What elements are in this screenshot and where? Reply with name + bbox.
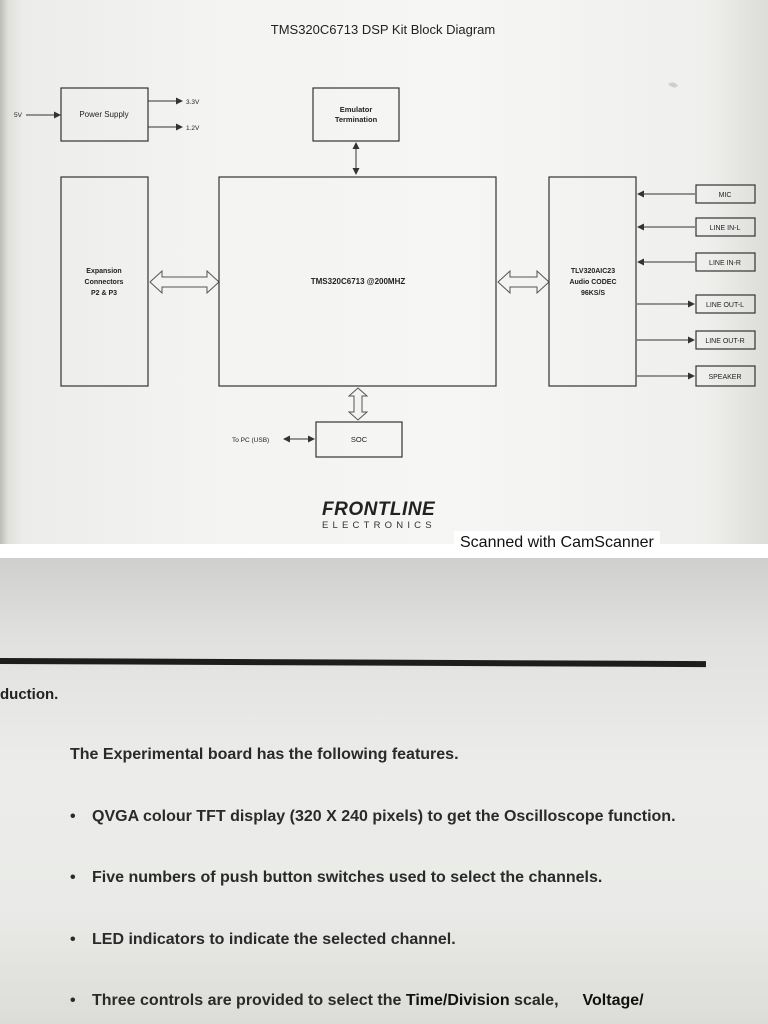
port-speaker-box [695,365,756,387]
power-supply-block [60,87,149,142]
dsp-block [218,176,497,387]
feature-text-4a: Three controls are provided to select th… [92,992,406,1009]
port-line-in-r-box [695,252,756,272]
port-speaker-label: SPEAKER [708,374,741,381]
port-line-in-l-box [695,217,756,237]
soc-label: SOC [351,435,368,444]
port-line-out-l-label: LINE OUT-L [706,302,744,309]
expansion-block [60,176,149,387]
emulator-label-2: Termination [335,115,378,124]
bullet-icon: • [70,992,76,1009]
intro-paragraph: The Experimental board has the following… [70,746,459,763]
port-mic-box [695,184,756,204]
emulator-block [312,87,400,142]
port-line-out-r-box [695,330,756,350]
feature-item-1: • QVGA colour TFT display (320 X 240 pixe… [70,808,676,826]
feature-item-2: • Five numbers of push button switches us… [70,869,602,887]
diagram-title: TMS320C6713 DSP Kit Block Diagram [271,22,495,37]
section-heading: duction. [0,686,59,703]
camscanner-watermark: Scanned with CamScanner [454,531,660,555]
dsp-label: TMS320C6713 @200MHZ [311,277,406,286]
dsp-soc-bus-arrow [347,387,369,421]
emulator-label-1: Emulator [340,105,373,114]
feature-text-1: QVGA colour TFT display (320 X 240 pixel… [92,808,676,825]
frontline-logo: FRONTLINE ELECTRONICS [322,499,462,532]
port-line-out-r-label: LINE OUT-R [705,338,744,345]
power-out-2-label: 1.2V [186,125,200,132]
bullet-icon: • [70,869,76,886]
codec-label-1: TLV320AIC23 [571,268,615,275]
expansion-label-3: P2 & P3 [91,290,117,297]
power-input-label: 5V [14,112,23,119]
port-mic-label: MIC [719,192,732,199]
block-diagram: TMS320C6713 DSP Kit Block Diagram 5V Pow… [14,22,756,458]
brand-subtitle: ELECTRONICS [322,520,436,531]
dsp-codec-bus-arrow [497,269,550,295]
photographed-page: duction. The Experimental board has the … [0,558,768,1024]
port-line-in-l-label: LINE IN-L [710,225,741,232]
feature-text-4b: Time/Division [405,992,510,1009]
bullet-icon: • [70,931,76,948]
feature-item-3: • LED indicators to indicate the selected… [70,931,456,949]
port-line-out-l-box [695,294,756,314]
feature-text-4d: Voltage/ [582,992,644,1009]
expansion-label-1: Expansion [86,268,121,275]
expansion-dsp-bus-arrow [149,269,220,295]
feature-text-4c: scale, [509,992,559,1009]
scanned-diagram-sheet: TMS320C6713 DSP Kit Block Diagram 5V Pow… [0,0,768,544]
codec-block [548,176,637,387]
power-supply-label: Power Supply [79,110,128,119]
feature-text-3: LED indicators to indicate the selected … [92,931,456,948]
bullet-icon: • [70,808,76,825]
port-line-in-r-label: LINE IN-R [709,260,741,267]
to-pc-label: To PC (USB) [232,437,269,444]
paper-smudge [668,82,678,88]
feature-text-2: Five numbers of push button switches use… [92,869,603,886]
power-out-1-label: 3.3V [186,99,200,106]
page-edge-shadow [0,0,8,544]
brand-name: FRONTLINE [322,499,436,520]
expansion-label-2: Connectors [85,279,124,286]
horizontal-rule [0,658,706,668]
soc-block [315,421,403,458]
feature-item-4: • Three controls are provided to select t… [70,992,644,1010]
codec-label-3: 96KS/S [581,290,605,297]
codec-label-2: Audio CODEC [569,279,616,286]
